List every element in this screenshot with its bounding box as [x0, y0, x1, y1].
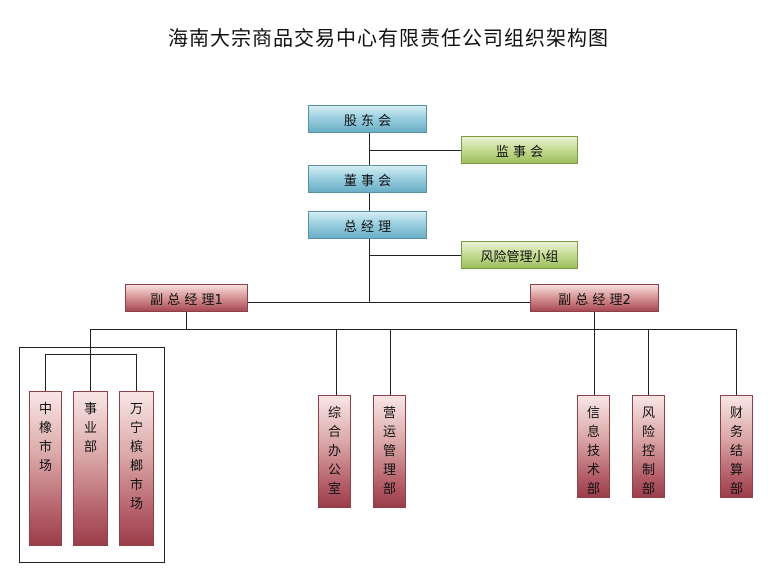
dept-label: 综合办公室: [327, 406, 341, 497]
connector: [336, 329, 337, 395]
board-of-directors-box: 董 事 会: [308, 165, 427, 193]
connector: [594, 312, 595, 329]
shareholders-meeting-box: 股 东 会: [308, 105, 427, 133]
dept-label: 财务结算部: [729, 406, 743, 497]
connector: [90, 329, 737, 330]
dept-box: 中橡市场: [29, 391, 62, 546]
connector: [45, 354, 137, 355]
deputy-gm-1-box: 副 总 经 理1: [125, 284, 248, 312]
connector: [248, 302, 530, 303]
connector: [390, 329, 391, 395]
connector: [369, 255, 461, 256]
risk-management-group-box: 风险管理小组: [461, 241, 578, 269]
connector: [186, 312, 187, 329]
dept-label: 营运管理部: [382, 406, 396, 497]
dept-label: 风险控制部: [641, 406, 655, 497]
dept-label: 中橡市场: [38, 402, 52, 474]
dept-label: 万宁槟榔市场: [129, 402, 143, 512]
connector: [594, 329, 595, 395]
connector: [648, 329, 649, 395]
board-of-supervisors-box: 监 事 会: [461, 136, 578, 164]
connector: [369, 150, 461, 151]
diagram-title: 海南大宗商品交易中心有限责任公司组织架构图: [168, 26, 609, 50]
dept-box: 财务结算部: [720, 395, 753, 498]
dept-box: 营运管理部: [373, 395, 406, 508]
connector: [136, 354, 137, 391]
dept-box: 事业部: [73, 391, 108, 546]
market-group-frame: [19, 347, 165, 563]
connector: [45, 354, 46, 391]
dept-box: 信息技术部: [577, 395, 610, 498]
deputy-gm-2-box: 副 总 经 理2: [530, 284, 659, 312]
dept-label: 信息技术部: [586, 406, 600, 497]
general-manager-box: 总 经 理: [308, 211, 427, 239]
dept-label: 事业部: [83, 402, 97, 455]
connector: [90, 329, 91, 391]
dept-box: 综合办公室: [318, 395, 351, 508]
connector: [736, 329, 737, 395]
dept-box: 风险控制部: [632, 395, 665, 498]
dept-box: 万宁槟榔市场: [119, 391, 154, 546]
